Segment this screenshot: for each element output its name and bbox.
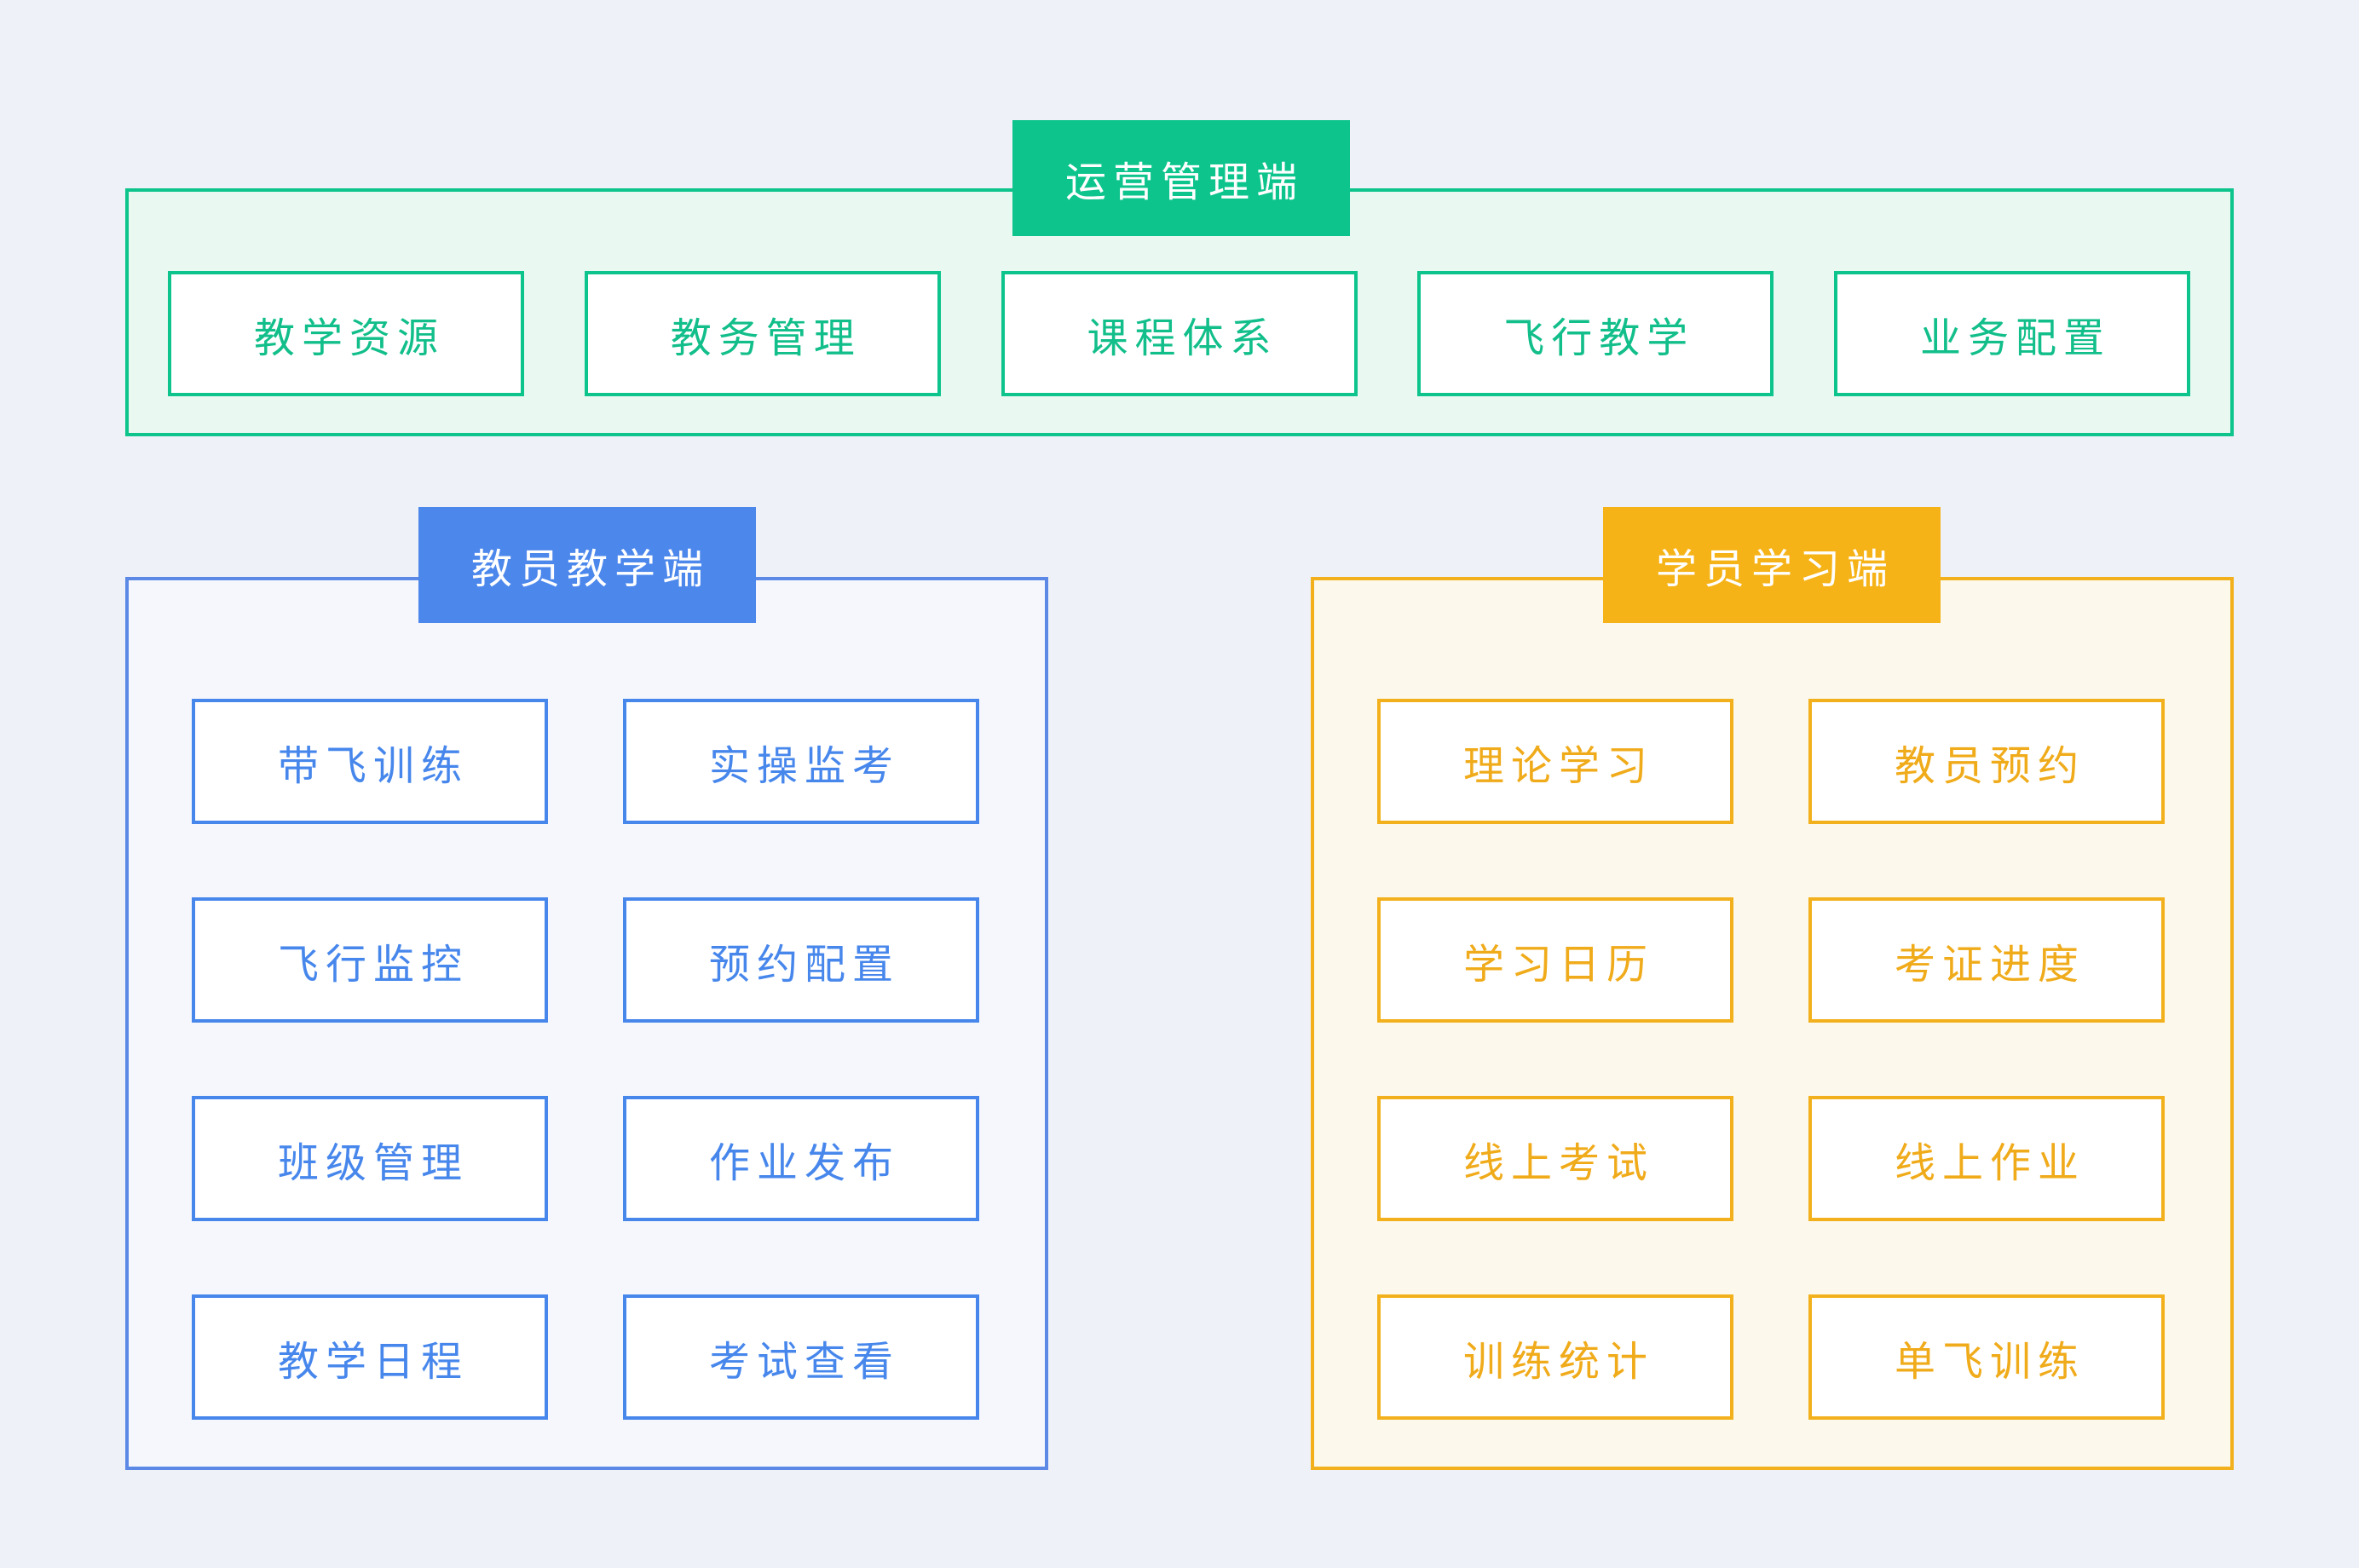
module-reservation-config: 预约配置: [623, 897, 979, 1023]
module-instructor-booking: 教员预约: [1808, 699, 2165, 824]
student-module-grid: 理论学习 教员预约 学习日历 考证进度 线上考试 线上作业 训练统计 单飞训练: [1377, 699, 2165, 1420]
instructor-module-grid: 带飞训练 实操监考 飞行监控 预约配置 班级管理 作业发布 教学日程 考试查看: [192, 699, 979, 1420]
module-academic-affairs: 教务管理: [584, 271, 941, 396]
module-practical-exam-proctoring: 实操监考: [623, 699, 979, 824]
module-class-management: 班级管理: [192, 1096, 548, 1221]
module-certification-progress: 考证进度: [1808, 897, 2165, 1023]
module-online-homework: 线上作业: [1808, 1096, 2165, 1221]
module-online-exam: 线上考试: [1377, 1096, 1733, 1221]
module-solo-flight-training: 单飞训练: [1808, 1294, 2165, 1420]
module-study-calendar: 学习日历: [1377, 897, 1733, 1023]
module-course-system: 课程体系: [1001, 271, 1358, 396]
module-homework-publish: 作业发布: [623, 1096, 979, 1221]
section-header-operations-admin: 运营管理端: [1012, 120, 1350, 236]
module-teaching-resources: 教学资源: [168, 271, 524, 396]
module-teaching-schedule: 教学日程: [192, 1294, 548, 1420]
module-business-config: 业务配置: [1834, 271, 2190, 396]
module-theory-learning: 理论学习: [1377, 699, 1733, 824]
module-flight-monitoring: 飞行监控: [192, 897, 548, 1023]
section-header-student-learning: 学员学习端: [1603, 507, 1941, 623]
panel-instructor-teaching: 带飞训练 实操监考 飞行监控 预约配置 班级管理 作业发布 教学日程 考试查看: [125, 577, 1048, 1470]
section-header-instructor-teaching: 教员教学端: [418, 507, 756, 623]
module-accompanied-flight-training: 带飞训练: [192, 699, 548, 824]
panel-student-learning: 理论学习 教员预约 学习日历 考证进度 线上考试 线上作业 训练统计 单飞训练: [1311, 577, 2234, 1470]
module-flight-teaching: 飞行教学: [1417, 271, 1774, 396]
module-training-statistics: 训练统计: [1377, 1294, 1733, 1420]
operations-module-row: 教学资源 教务管理 课程体系 飞行教学 业务配置: [168, 271, 2190, 396]
module-exam-view: 考试查看: [623, 1294, 979, 1420]
